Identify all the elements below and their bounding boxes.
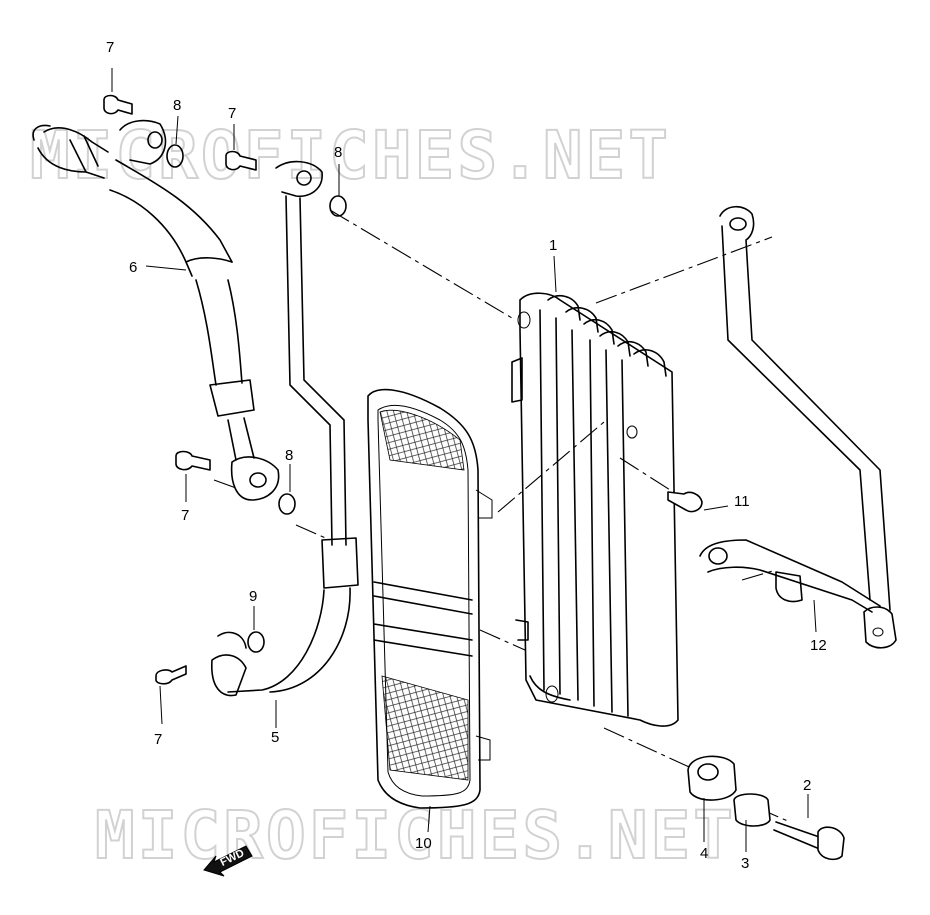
label-part-5: 5 xyxy=(271,729,279,746)
label-part-3: 3 xyxy=(741,855,749,872)
mount-hardware xyxy=(687,755,845,861)
part-labels: 1 2 3 4 5 6 7 7 7 7 8 8 8 9 10 11 12 xyxy=(106,39,827,872)
label-part-11: 11 xyxy=(734,493,750,510)
label-part-7-upper: 7 xyxy=(228,105,236,122)
cooler-guard xyxy=(367,388,493,809)
label-part-4: 4 xyxy=(700,845,708,862)
label-part-6: 6 xyxy=(129,259,137,276)
label-part-2: 2 xyxy=(803,777,811,794)
alignment-lines xyxy=(213,209,791,823)
label-part-7-top: 7 xyxy=(106,39,114,56)
label-part-8-middle: 8 xyxy=(285,447,293,464)
oil-cooler xyxy=(511,292,679,727)
label-part-10: 10 xyxy=(415,835,432,852)
label-part-7-middle: 7 xyxy=(181,507,189,524)
label-part-7-lower: 7 xyxy=(154,731,162,748)
watermark-bottom: MICROFICHES.NET xyxy=(95,797,736,874)
label-part-9: 9 xyxy=(249,588,257,605)
watermark-top: MICROFICHES.NET xyxy=(30,117,671,194)
oil-pipe-lower xyxy=(211,160,359,697)
fwd-arrow-icon xyxy=(203,845,253,877)
label-part-1: 1 xyxy=(549,237,557,254)
leader-lines xyxy=(111,68,817,852)
label-part-8-left: 8 xyxy=(173,97,181,114)
label-part-8-upper: 8 xyxy=(334,144,342,161)
fasteners xyxy=(103,94,703,685)
cooler-bracket xyxy=(699,205,897,649)
label-part-12: 12 xyxy=(810,637,827,654)
oil-hose-upper xyxy=(32,119,280,501)
